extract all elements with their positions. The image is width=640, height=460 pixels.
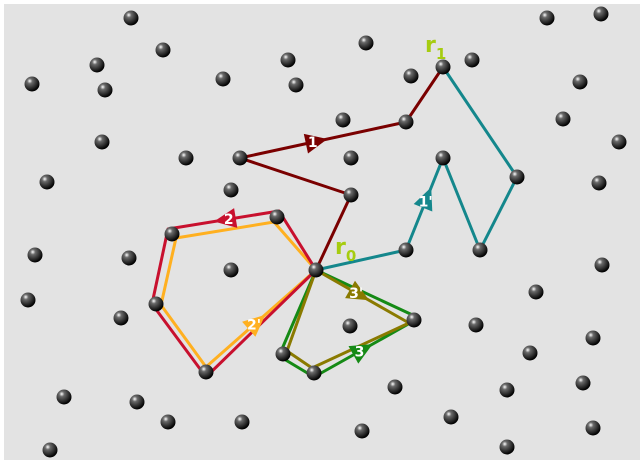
path-3-prime-label: 3' (349, 286, 363, 302)
lattice-point (586, 331, 601, 346)
lattice-point (233, 151, 248, 166)
lattice-point (594, 7, 609, 22)
lattice-point (25, 77, 40, 92)
lattice-point (612, 135, 627, 150)
lattice-point (556, 112, 571, 127)
lattice-point (404, 69, 419, 84)
lattice-point (156, 43, 171, 58)
path-1-label: 1 (308, 135, 318, 151)
lattice-point (98, 83, 113, 98)
lattice-point (399, 115, 414, 130)
lattice-point (235, 415, 250, 430)
lattice-point (165, 227, 180, 242)
path-2-label: 2 (224, 212, 234, 228)
lattice-point (344, 151, 359, 166)
lattice-point (344, 188, 359, 203)
lattice-point (21, 293, 36, 308)
path-3-label: 3 (355, 344, 365, 360)
lattice-point (307, 366, 322, 381)
lattice-point (224, 183, 239, 198)
lattice-point (500, 383, 515, 398)
lattice-point (500, 440, 515, 455)
lattice-point (95, 135, 110, 150)
lattice-point (130, 395, 145, 410)
lattice-point (149, 297, 164, 312)
lattice-point (179, 151, 194, 166)
lattice-point (592, 176, 607, 191)
lattice-point (28, 248, 43, 263)
lattice-point (355, 424, 370, 439)
lattice-point (161, 415, 176, 430)
path-1-prime-label: 1' (419, 194, 433, 210)
lattice-point (43, 443, 58, 458)
node-label-r0-subscript: 0 (346, 247, 356, 265)
lattice-point (399, 243, 414, 258)
lattice-point (216, 72, 231, 87)
lattice-point (343, 319, 358, 334)
lattice-point (586, 421, 601, 436)
lattice-point (576, 376, 591, 391)
lattice-point (224, 263, 239, 278)
canvas-background (4, 4, 640, 460)
lattice-point (407, 313, 422, 328)
lattice-point (465, 53, 480, 68)
lattice-point (270, 210, 285, 225)
lattice-point (289, 78, 304, 93)
node-label-r1-subscript: 1 (436, 45, 446, 63)
lattice-point (388, 380, 403, 395)
lattice-point (281, 53, 296, 68)
path-2-prime-label: 2' (247, 318, 261, 334)
lattice-point (40, 175, 55, 190)
lattice-point (436, 151, 451, 166)
lattice-point (124, 11, 139, 26)
lattice-point (114, 311, 129, 326)
lattice-point (444, 410, 459, 425)
lattice-point (573, 75, 588, 90)
lattice-point (276, 347, 291, 362)
lattice-point (469, 318, 484, 333)
lattice-point (359, 36, 374, 51)
node-label-r0-letter: r (335, 235, 346, 260)
lattice-point (122, 251, 137, 266)
lattice-point (199, 365, 214, 380)
node-label-r1-letter: r (425, 33, 436, 58)
lattice-point (336, 113, 351, 128)
lattice-point (57, 390, 72, 405)
lattice-point (540, 11, 555, 26)
lattice-point (510, 170, 525, 185)
lattice-point (595, 258, 610, 273)
lattice-point (473, 243, 488, 258)
lattice-point (90, 58, 105, 73)
lattice-point (523, 346, 538, 361)
lattice-point (529, 285, 544, 300)
lattice-point (309, 263, 324, 278)
